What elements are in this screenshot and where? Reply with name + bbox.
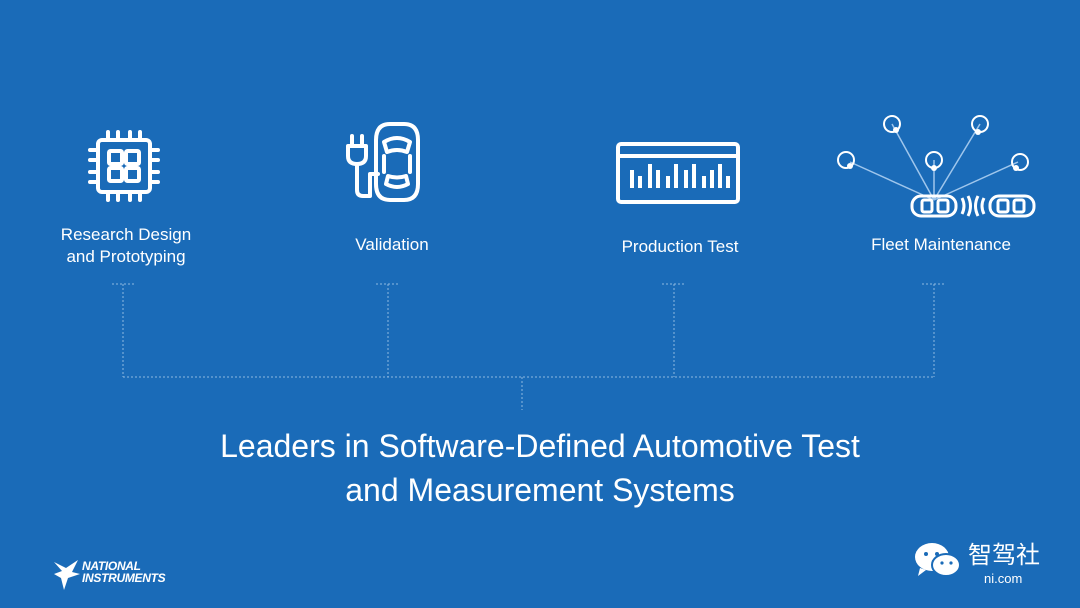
ni-logo-line2: INSTRUMENTS [82,571,166,585]
wechat-icon [915,543,961,577]
eagle-logo-icon [54,560,80,590]
ev-charging-car-icon [346,122,420,202]
stage-label-line: Production Test [621,237,739,256]
watermark-brand: 智驾社 [968,542,1040,569]
stage-label-fleet: Fleet Maintenance [846,234,1036,256]
stage-label-research: Research Design and Prototyping [46,224,206,268]
stage-label-production: Production Test [590,236,770,258]
stage-label-line: and Prototyping [66,247,186,266]
headline-line-2: and Measurement Systems [345,472,735,508]
stage-label-line: Validation [355,235,429,254]
watermark-site: ni.com [984,571,1023,586]
ni-logo-text: NATIONAL INSTRUMENTS [82,559,166,585]
headline-line-1: Leaders in Software-Defined Automotive T… [220,428,860,464]
headline: Leaders in Software-Defined Automotive T… [0,424,1080,512]
stage-label-validation: Validation [312,234,472,256]
ni-logo-line1: NATIONAL [82,559,141,573]
stage-label-line: Fleet Maintenance [871,235,1011,254]
chip-icon [88,130,160,202]
stage-label-line: Research Design [60,225,192,244]
test-rack-instrument-icon [616,142,740,204]
connected-fleet-icon [837,115,1036,218]
